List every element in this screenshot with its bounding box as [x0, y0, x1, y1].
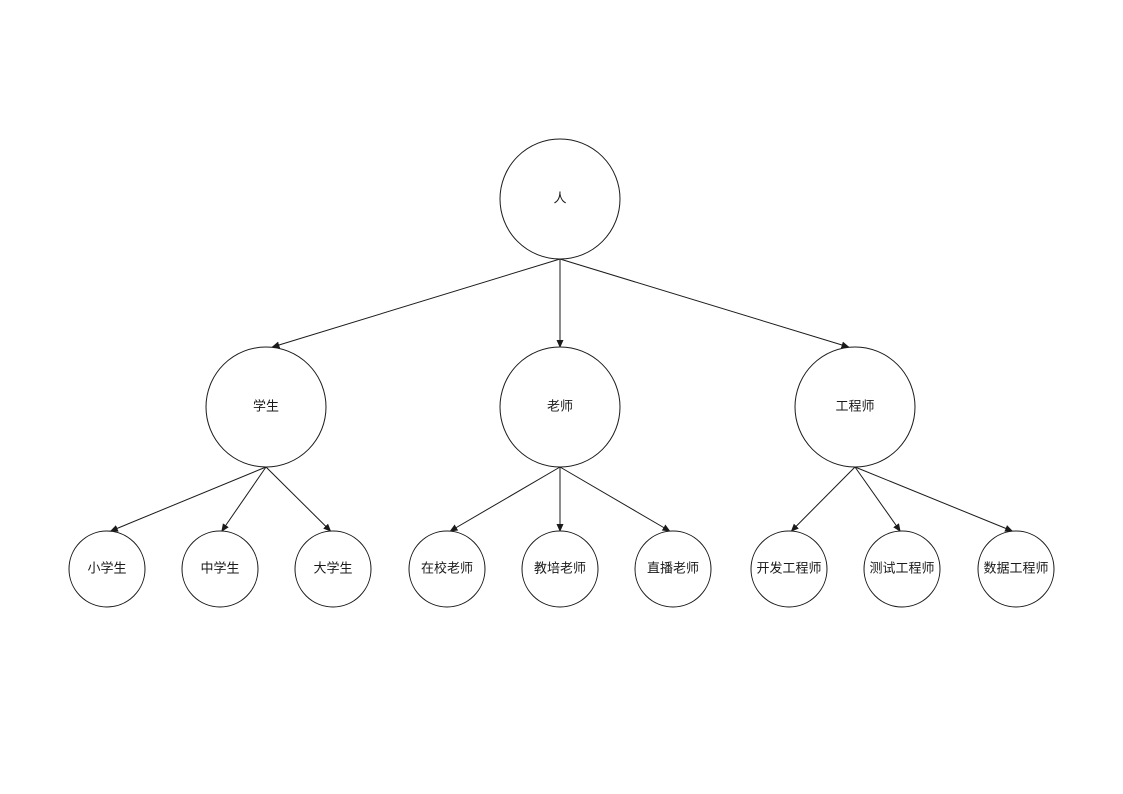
node-circle — [408, 530, 486, 608]
edge-engineer-to-dev-engineer — [790, 466, 856, 532]
node-circle — [977, 530, 1055, 608]
node-training-teacher: 教培老师 — [521, 530, 599, 608]
edge-teacher-to-school-teacher — [449, 466, 561, 532]
edge-teacher-to-live-teacher — [559, 466, 671, 532]
node-teacher: 老师 — [499, 346, 621, 468]
node-student: 学生 — [205, 346, 327, 468]
node-label: 测试工程师 — [869, 562, 934, 577]
node-circle — [750, 530, 828, 608]
node-school-teacher: 在校老师 — [408, 530, 486, 608]
node-middle: 中学生 — [181, 530, 259, 608]
node-label: 数据工程师 — [983, 562, 1048, 577]
node-label: 中学生 — [200, 561, 239, 577]
node-label: 在校老师 — [421, 561, 473, 577]
node-circle — [294, 530, 372, 608]
node-label: 工程师 — [835, 400, 874, 415]
node-label: 人 — [553, 192, 566, 207]
node-circle — [205, 346, 327, 468]
node-label: 开发工程师 — [756, 561, 821, 577]
node-label: 学生 — [253, 399, 279, 415]
node-root: 人 — [499, 138, 621, 260]
node-circle — [521, 530, 599, 608]
node-label: 小学生 — [87, 561, 126, 577]
edge-student-to-middle — [221, 466, 267, 532]
node-circle — [499, 138, 621, 260]
node-data-engineer: 数据工程师 — [977, 530, 1055, 608]
node-test-engineer: 测试工程师 — [863, 530, 941, 608]
edges — [109, 258, 1014, 532]
node-college: 大学生 — [294, 530, 372, 608]
edge-root-to-student — [271, 258, 561, 349]
node-circle — [634, 530, 712, 608]
node-circle — [794, 346, 916, 468]
edge-engineer-to-test-engineer — [854, 466, 901, 532]
edge-student-to-college — [265, 466, 332, 532]
node-circle — [499, 346, 621, 468]
edge-engineer-to-data-engineer — [854, 466, 1014, 532]
node-label: 教培老师 — [534, 561, 586, 577]
node-circle — [181, 530, 259, 608]
node-live-teacher: 直播老师 — [634, 530, 712, 608]
node-primary: 小学生 — [68, 530, 146, 608]
edge-root-to-engineer — [559, 258, 850, 349]
node-label: 大学生 — [313, 561, 352, 577]
node-label: 老师 — [547, 400, 573, 415]
node-label: 直播老师 — [647, 562, 699, 577]
node-dev-engineer: 开发工程师 — [750, 530, 828, 608]
node-circle — [68, 530, 146, 608]
node-circle — [863, 530, 941, 608]
edge-student-to-primary — [109, 466, 267, 532]
node-engineer: 工程师 — [794, 346, 916, 468]
